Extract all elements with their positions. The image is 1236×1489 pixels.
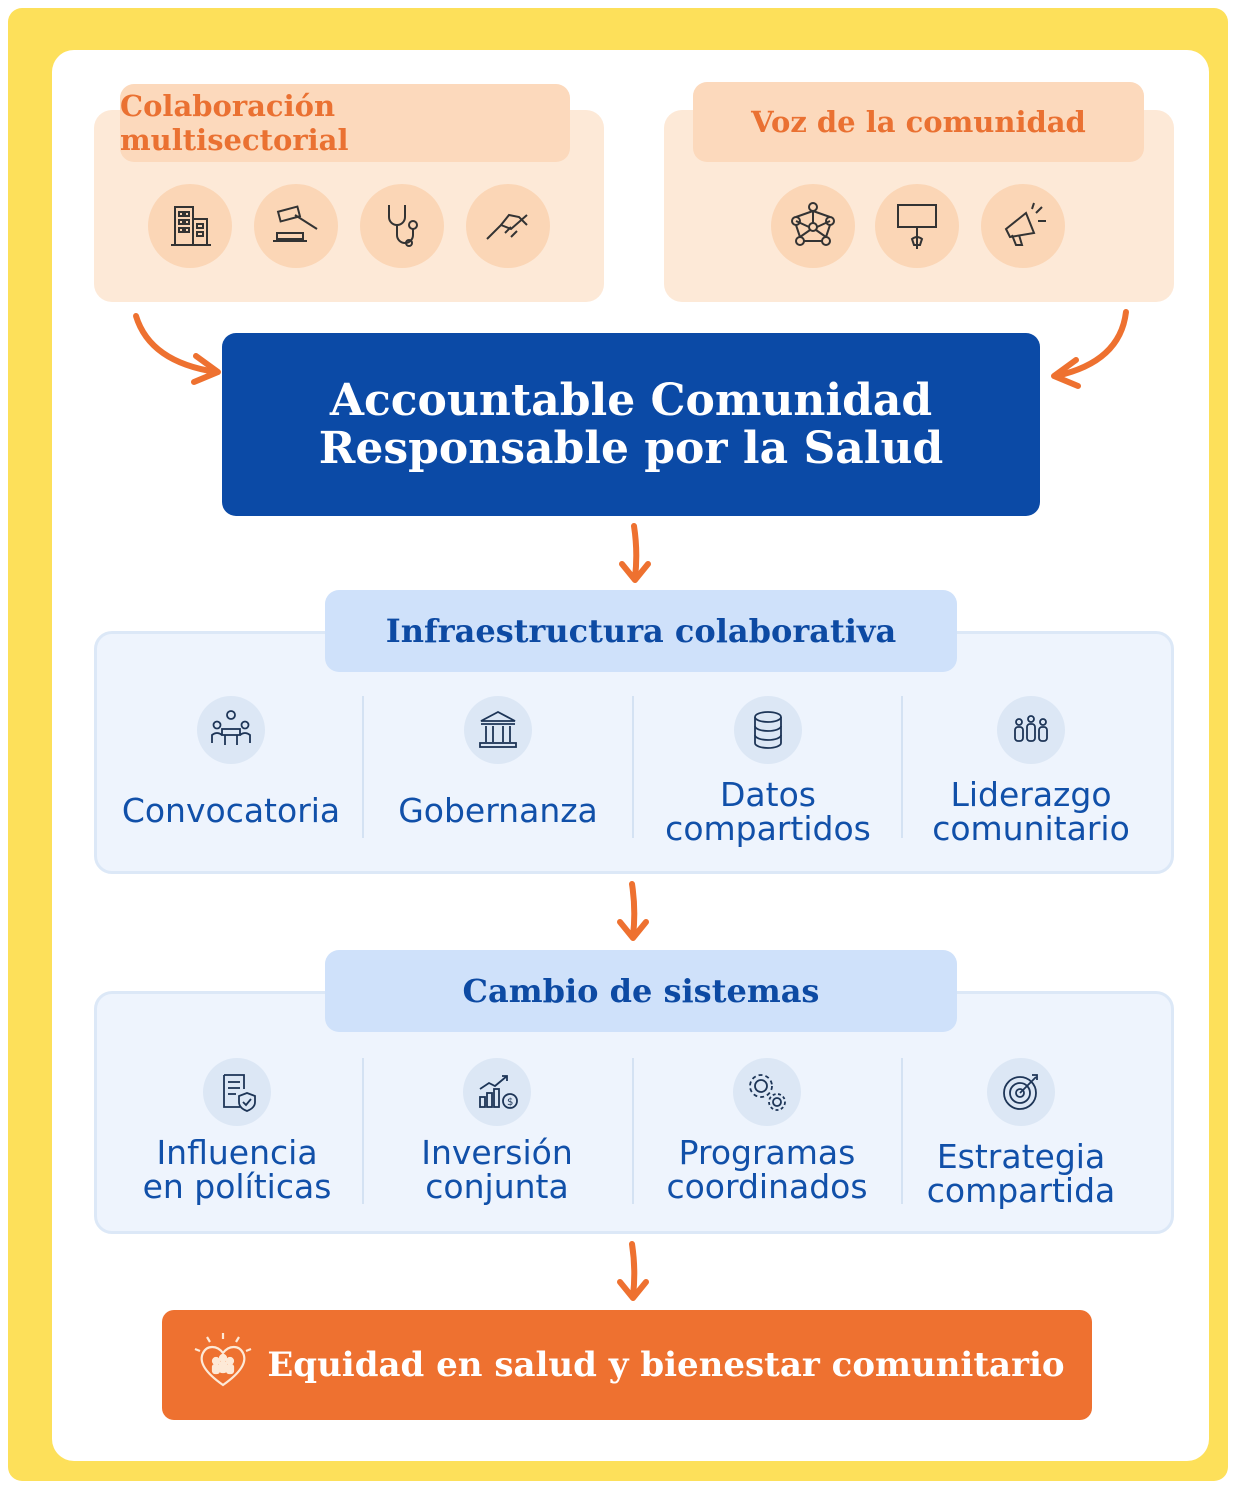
down-arrow-3 [617,1241,649,1301]
target-icon [987,1058,1055,1126]
systems-change-label: Programas coordinados [666,1133,868,1206]
database-icon [734,696,802,764]
systems-change-item: Influencia en políticas [103,1058,371,1204]
infrastructure-label: Convocatoria [121,791,341,830]
infrastructure-label: Liderazgo comunitario [932,775,1130,848]
main-title-line2: Responsable por la Salud [318,422,944,474]
down-arrow-2 [617,881,649,941]
people-group-icon [997,696,1065,764]
systems-change-label: Influencia en políticas [142,1133,332,1206]
investment-chart-icon: $ [463,1058,531,1126]
infrastructure-item: Convocatoria [97,696,365,828]
infrastructure-label: Datos compartidos [665,775,871,848]
main-title-box: Accountable Comunidad Responsable por la… [222,333,1040,516]
divider [362,696,364,838]
systems-change-item: $ Inversión conjunta [363,1058,631,1204]
heart-community-icon [194,1333,252,1387]
systems-change-label: Estrategia compartida [926,1137,1116,1210]
network-people-icon [771,184,855,268]
building-icon [148,184,232,268]
svg-text:$: $ [507,1097,513,1108]
divider [632,1058,634,1204]
stethoscope-icon [360,184,444,268]
community-voice-title: Voz de la comunidad [693,82,1144,162]
curved-arrow-left [133,313,221,385]
outcome-box: Equidad en salud y bienestar comunitario [162,1310,1092,1420]
protest-sign-icon [875,184,959,268]
divider [632,696,634,838]
meeting-table-icon [197,696,265,764]
curved-arrow-right [1051,309,1129,389]
gavel-icon [254,184,338,268]
systems-change-title: Cambio de sistemas [325,950,957,1032]
infrastructure-item: Datos compartidos [634,696,902,846]
handshake-icon [466,184,550,268]
multisector-title: Colaboración multisectorial [120,84,570,162]
divider [362,1058,364,1204]
government-building-icon [464,696,532,764]
infrastructure-title: Infraestructura colaborativa [325,590,957,672]
gears-icon [733,1058,801,1126]
systems-change-item: Programas coordinados [633,1058,901,1204]
infrastructure-label: Gobernanza [398,791,598,830]
megaphone-icon [981,184,1065,268]
main-title-line1: Accountable Comunidad [329,374,933,426]
systems-change-item: Estrategia compartida [887,1058,1155,1208]
infrastructure-item: Gobernanza [364,696,632,828]
policy-document-icon [203,1058,271,1126]
divider [901,696,903,838]
outcome-label: Equidad en salud y bienestar comunitario [267,1345,1065,1385]
systems-change-label: Inversión conjunta [421,1133,573,1206]
down-arrow-1 [619,523,651,583]
divider [901,1058,903,1204]
infrastructure-item: Liderazgo comunitario [897,696,1165,846]
